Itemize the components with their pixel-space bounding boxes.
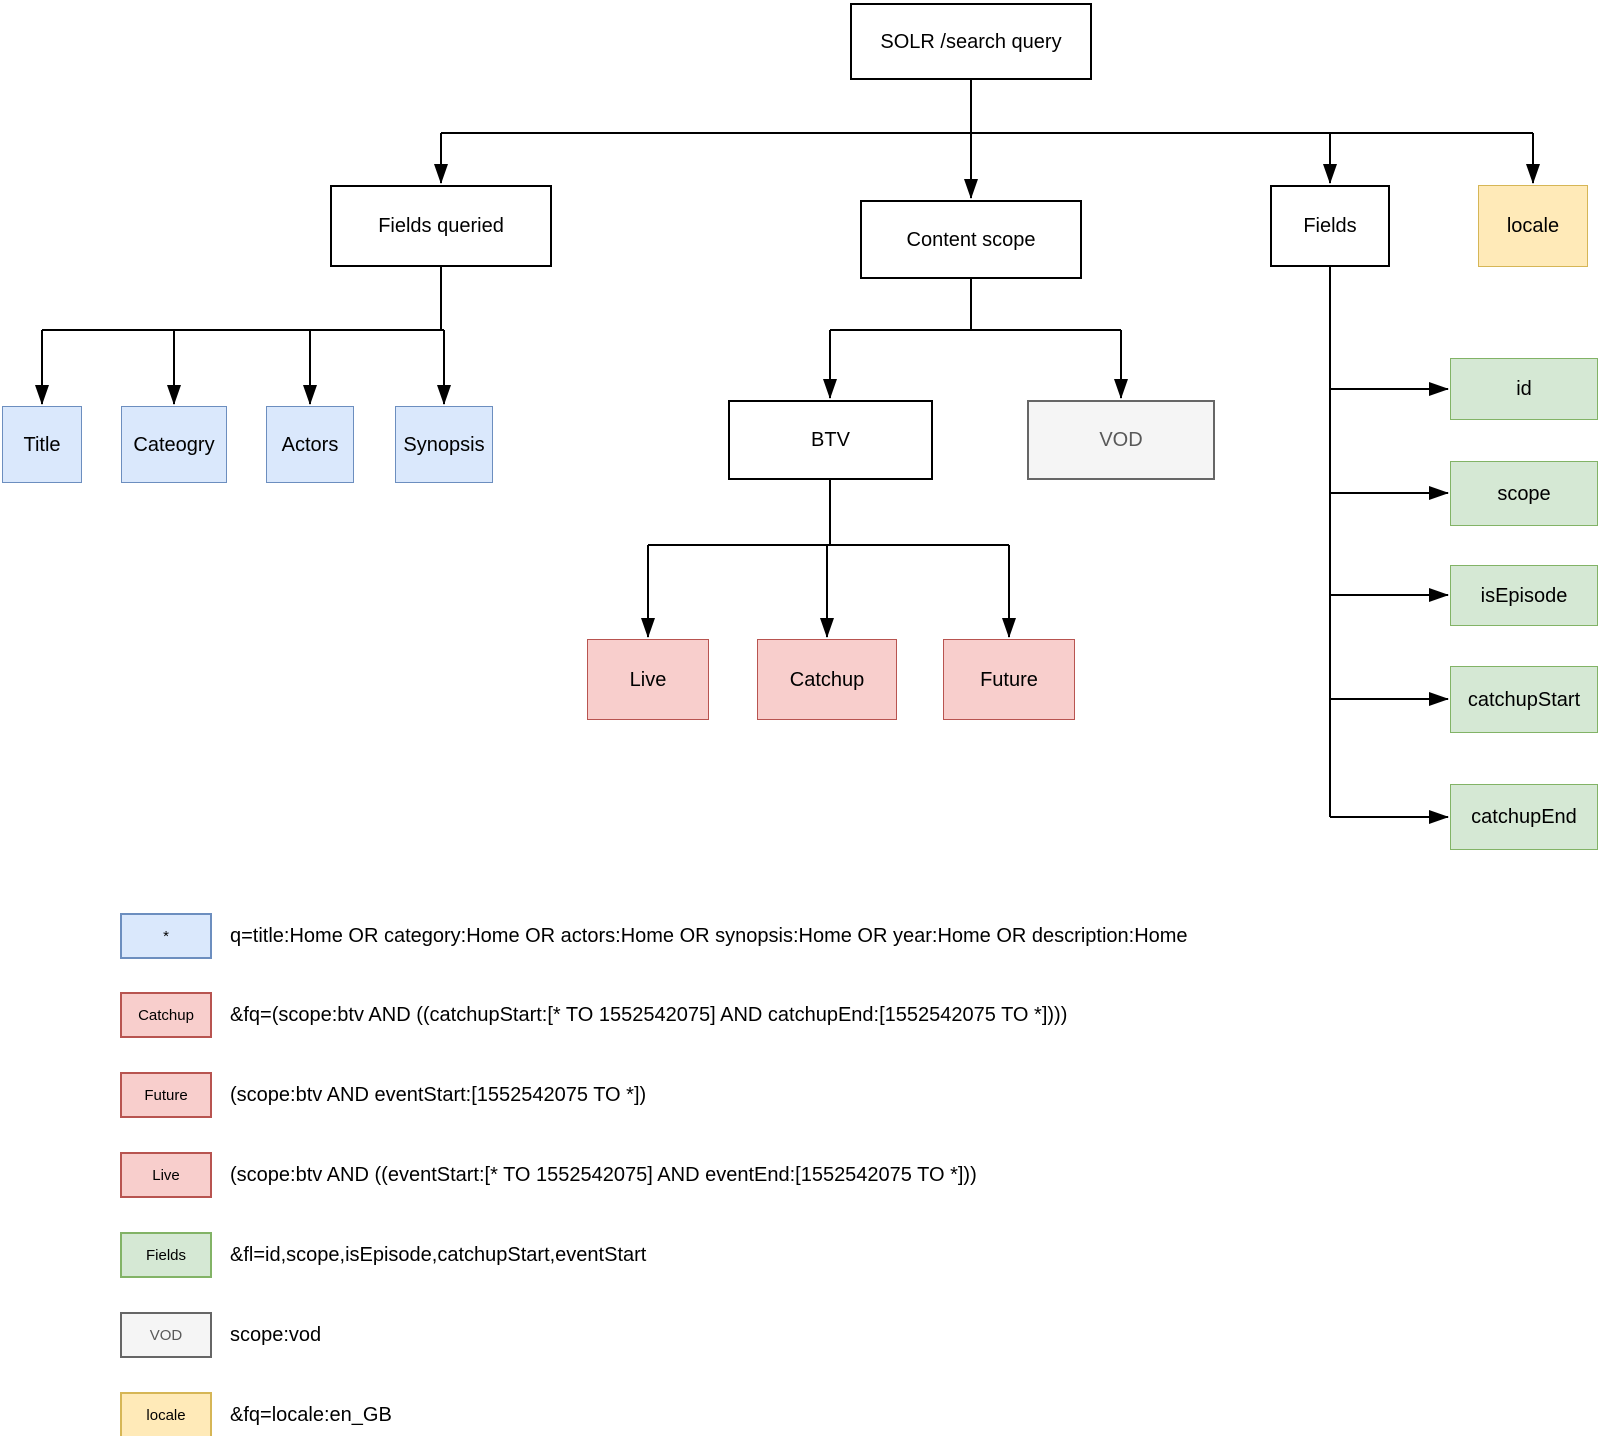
- legend-row-catchup: Catchup &fq=(scope:btv AND ((catchupStar…: [120, 992, 1067, 1038]
- legend-text-live: (scope:btv AND ((eventStart:[* TO 155254…: [230, 1163, 977, 1186]
- node-content-scope: Content scope: [860, 200, 1082, 279]
- node-id: id: [1450, 358, 1598, 420]
- legend-row-vod: VOD scope:vod: [120, 1312, 321, 1358]
- node-btv: BTV: [728, 400, 933, 480]
- legend-row-live: Live (scope:btv AND ((eventStart:[* TO 1…: [120, 1152, 977, 1198]
- node-fields: Fields: [1270, 185, 1390, 267]
- node-catchupend: catchupEnd: [1450, 784, 1598, 850]
- node-synopsis: Synopsis: [395, 406, 493, 483]
- node-actors: Actors: [266, 406, 354, 483]
- node-future: Future: [943, 639, 1075, 720]
- node-scope: scope: [1450, 461, 1598, 526]
- legend-row-star: * q=title:Home OR category:Home OR actor…: [120, 913, 1188, 959]
- legend-swatch-fields: Fields: [120, 1232, 212, 1278]
- legend-swatch-star: *: [120, 913, 212, 959]
- legend-text-future: (scope:btv AND eventStart:[1552542075 TO…: [230, 1083, 647, 1106]
- legend-row-fields: Fields &fl=id,scope,isEpisode,catchupSta…: [120, 1232, 646, 1278]
- node-solr-search-query: SOLR /search query: [850, 3, 1092, 80]
- node-title: Title: [2, 406, 82, 483]
- legend-text-catchup: &fq=(scope:btv AND ((catchupStart:[* TO …: [230, 1003, 1068, 1026]
- legend-swatch-catchup: Catchup: [120, 992, 212, 1038]
- node-live: Live: [587, 639, 709, 720]
- node-cateogry: Cateogry: [121, 406, 227, 483]
- node-catchup: Catchup: [757, 639, 897, 720]
- legend-swatch-live: Live: [120, 1152, 212, 1198]
- legend-text-fields: &fl=id,scope,isEpisode,catchupStart,even…: [230, 1243, 647, 1266]
- legend-row-future: Future (scope:btv AND eventStart:[155254…: [120, 1072, 646, 1118]
- legend-swatch-future: Future: [120, 1072, 212, 1118]
- legend-text-locale: &fq=locale:en_GB: [230, 1403, 392, 1426]
- legend-swatch-locale: locale: [120, 1392, 212, 1436]
- node-isepisode: isEpisode: [1450, 565, 1598, 626]
- node-fields-queried: Fields queried: [330, 185, 552, 267]
- legend-row-locale: locale &fq=locale:en_GB: [120, 1392, 392, 1436]
- legend-swatch-vod: VOD: [120, 1312, 212, 1358]
- node-catchupstart: catchupStart: [1450, 666, 1598, 733]
- node-locale: locale: [1478, 185, 1588, 267]
- legend-text-vod: scope:vod: [230, 1323, 322, 1346]
- node-vod: VOD: [1027, 400, 1215, 480]
- legend-text-star: q=title:Home OR category:Home OR actors:…: [230, 924, 1188, 947]
